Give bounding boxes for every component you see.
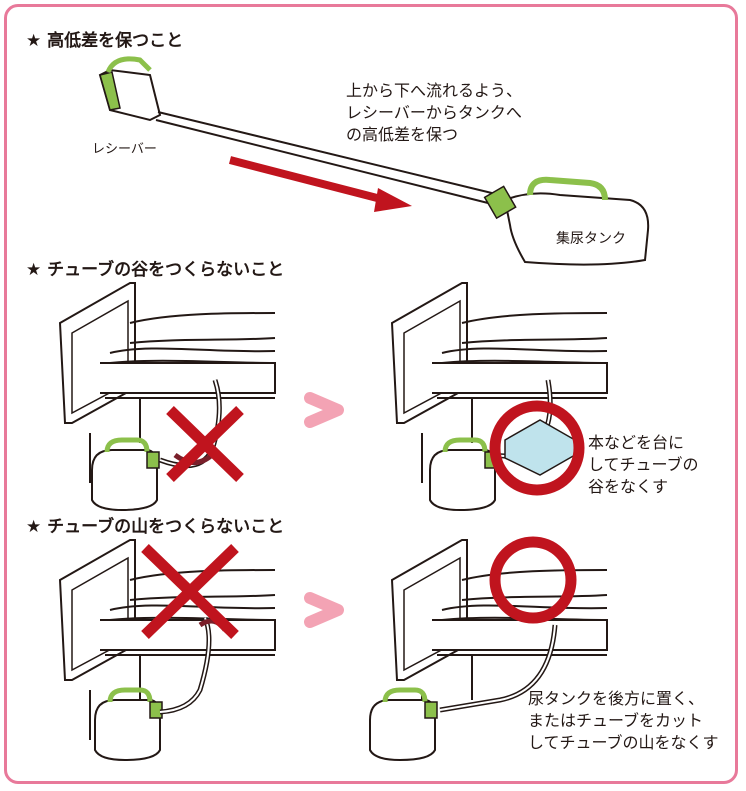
book-stand — [504, 419, 576, 476]
heading-no-peak: ★ チューブの山をつくらないこと — [26, 517, 285, 537]
note-valley: 本などを台に してチューブの 谷をなくす — [588, 433, 699, 496]
collection-tank-illustration — [483, 176, 650, 266]
circle-mark-ok — [489, 400, 585, 496]
arrow-right-icon — [304, 592, 344, 628]
cross-mark-valley — [166, 406, 244, 482]
note-height: 上から下へ流れるよう、 レシーバーからタンクへ の高低差を保つ — [346, 81, 523, 144]
tube — [155, 111, 501, 206]
cross-mark-peak — [141, 544, 239, 639]
tank-label: 集尿タンク — [556, 231, 626, 247]
circle-mark-ok — [489, 536, 577, 624]
flow-arrow — [229, 156, 386, 204]
heading-keep-height: ★ 高低差を保つこと — [26, 31, 184, 51]
receiver-label: レシーバー — [92, 142, 157, 157]
content-frame — [4, 4, 738, 784]
heading-no-valley: ★ チューブの谷をつくらないこと — [26, 260, 285, 280]
note-peak: 尿タンクを後方に置く、 またはチューブをカット してチューブの山をなくす — [528, 689, 719, 752]
receiver-illustration — [98, 56, 162, 122]
arrow-right-icon — [304, 392, 344, 428]
